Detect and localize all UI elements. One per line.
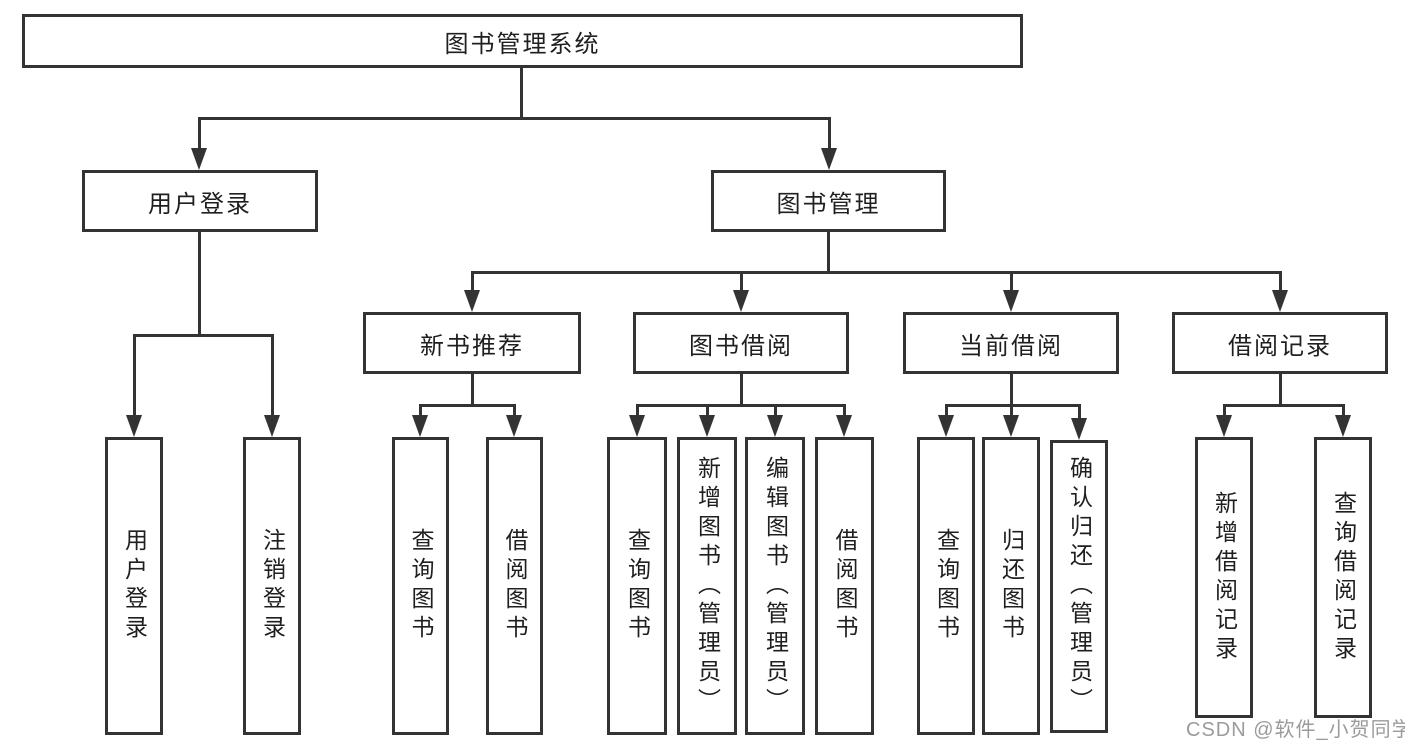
connector-group-down [1010,374,1013,407]
node-user-login: 用户登录 [82,170,318,232]
connector-leaf-hbar [945,404,1081,407]
node-borrow-records: 借阅记录 [1172,312,1388,374]
connector-group-stem [471,271,474,293]
arrow-down-icon [836,415,852,437]
arrow-down-icon [1335,415,1351,437]
arrow-down-icon [191,148,207,170]
connector-leaf-stem [271,334,274,418]
node-new-books: 新书推荐 [363,312,581,374]
leaf-label: 查询图书 [933,528,960,644]
arrow-down-icon [264,415,280,437]
connector-group-down [740,374,743,407]
node-root-label: 图书管理系统 [444,30,601,58]
node-book-borrow: 图书借阅 [633,312,849,374]
node-leaf-add-borrow-record: 新增借阅记录 [1195,437,1253,718]
node-leaf-query-borrow-record: 查询借阅记录 [1314,437,1372,718]
arrow-down-icon [699,415,715,437]
connector-leaf-stem [513,404,516,418]
connector-leaf-stem [133,334,136,418]
arrow-down-icon [1071,418,1087,440]
arrow-down-icon [733,290,749,312]
node-leaf-add-books-admin: 新增图书（管理员） [677,437,737,735]
connector-user-login-stem [198,117,201,151]
leaf-label: 借阅图书 [832,528,858,644]
connector-book-mgmt-down [827,232,830,274]
connector-leaf-stem [945,404,948,418]
connector-leaf-stem [843,404,846,418]
node-leaf-return-books: 归还图书 [982,437,1040,735]
csdn-watermark: CSDN @软件_小贺同学 [1186,719,1405,741]
arrow-down-icon [126,415,142,437]
node-leaf-query-books: 查询图书 [392,437,449,735]
connector-group-down [471,374,474,407]
arrow-down-icon [1003,415,1019,437]
node-leaf-logout: 注销登录 [243,437,301,735]
connector-leaf-stem [1223,404,1226,418]
connector-leaf-stem [1010,404,1013,418]
connector-leaf-hbar [636,404,846,407]
connector-root-stem [520,68,523,118]
connector-leaf-hbar [419,404,516,407]
arrow-down-icon [821,148,837,170]
node-leaf-confirm-return-admin: 确认归还（管理员） [1050,440,1108,733]
leaf-label: 用户登录 [121,528,148,644]
connector-group-down [1279,374,1282,407]
arrow-down-icon [629,415,645,437]
node-book-mgmt: 图书管理 [711,170,946,232]
node-book-mgmt-label: 图书管理 [776,190,881,218]
connector-leaf-stem [636,404,639,418]
node-leaf-edit-books-admin: 编辑图书（管理员） [745,437,805,735]
node-book-borrow-label: 图书借阅 [689,332,793,360]
leaf-label: 注销登录 [259,528,286,644]
node-current-borrow-label: 当前借阅 [959,332,1063,360]
connector-group-stem [1279,271,1282,293]
connector-leaf-stem [419,404,422,418]
leaf-label: 编辑图书（管理员） [762,455,789,717]
arrow-down-icon [767,415,783,437]
connector-leaf-stem [1342,404,1345,418]
connector-book-mgmt-stem [828,117,831,151]
connector-group-stem [1010,271,1013,293]
arrow-down-icon [506,415,522,437]
leaf-label: 查询借阅记录 [1330,490,1357,665]
arrow-down-icon [412,415,428,437]
connector-user-login-down [198,232,201,337]
arrow-down-icon [1003,290,1019,312]
connector-group-stem [740,271,743,293]
leaf-label: 归还图书 [998,528,1025,644]
node-leaf-borrow-books: 借阅图书 [815,437,874,735]
leaf-label: 查询图书 [624,528,651,644]
connector-leaf-stem [1078,404,1081,421]
connector-level2-hbar [198,117,831,120]
node-leaf-user-login: 用户登录 [105,437,163,735]
node-leaf-borrow-books: 借阅图书 [486,437,543,735]
arrow-down-icon [464,290,480,312]
leaf-label: 新增借阅记录 [1211,490,1238,665]
connector-leaf-hbar [1223,404,1345,407]
connector-user-login-hbar [133,334,274,337]
node-leaf-query-books: 查询图书 [607,437,667,735]
leaf-label: 新增图书（管理员） [694,455,721,717]
node-user-login-label: 用户登录 [148,190,252,218]
leaf-label: 借阅图书 [502,528,528,644]
connector-leaf-stem [774,404,777,418]
arrow-down-icon [1216,415,1232,437]
leaf-label: 查询图书 [408,528,434,644]
node-borrow-records-label: 借阅记录 [1228,332,1332,360]
connector-leaf-stem [706,404,709,418]
leaf-label: 确认归还（管理员） [1066,456,1093,717]
node-root: 图书管理系统 [22,14,1023,68]
node-current-borrow: 当前借阅 [903,312,1119,374]
node-new-books-label: 新书推荐 [420,332,524,360]
arrow-down-icon [938,415,954,437]
arrow-down-icon [1272,290,1288,312]
node-leaf-query-books: 查询图书 [917,437,975,735]
connector-level3-hbar [471,271,1281,274]
